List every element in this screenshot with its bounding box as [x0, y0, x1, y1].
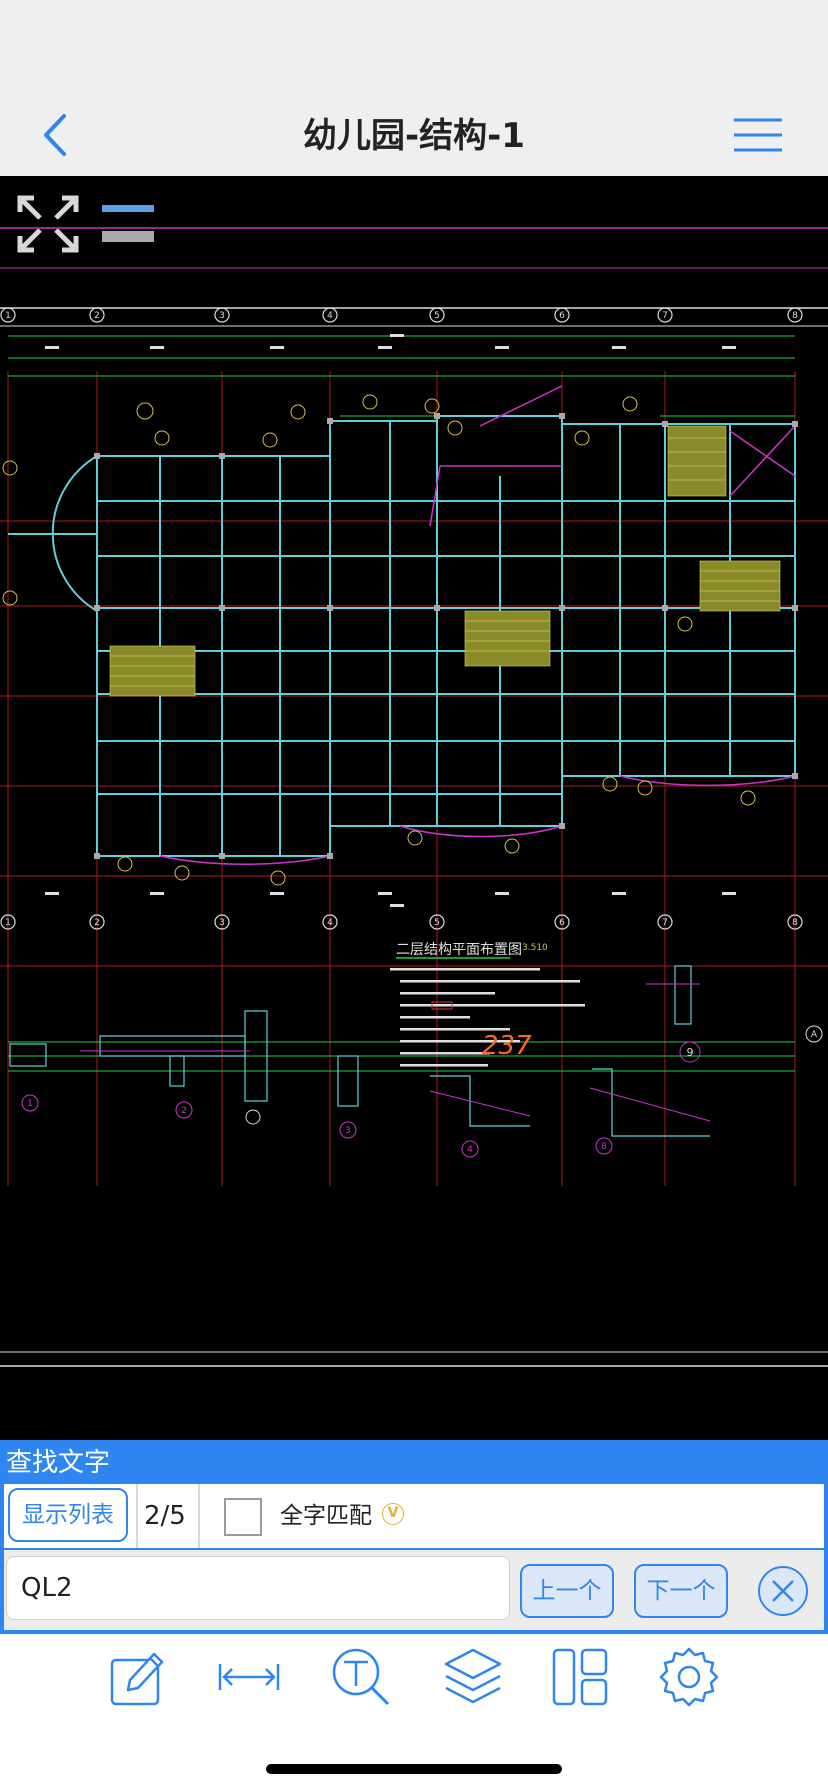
line-weight-thick-icon[interactable] [102, 231, 154, 242]
home-indicator [266, 1764, 562, 1774]
drawing-title: 二层结构平面布置图 [396, 942, 522, 958]
axis-label: 3 [219, 311, 225, 321]
divider [136, 1484, 138, 1548]
previous-match-button[interactable]: 上一个 [520, 1564, 614, 1618]
divider [198, 1484, 200, 1548]
layout-icon[interactable] [550, 1646, 612, 1708]
cad-drawing: 1 2 3 4 5 6 7 8 1 2 3 4 5 6 7 8 [0, 195, 828, 1367]
vip-badge-icon: V [382, 1503, 404, 1525]
detail-label: 3 [345, 1126, 351, 1136]
navigation-bar: 幼儿园-结构-1 [0, 96, 828, 177]
detail-label: 9 [687, 1046, 694, 1059]
axis-label: 8 [792, 311, 798, 321]
handwritten-note: 237 [482, 1031, 532, 1061]
detail-label: 4 [467, 1145, 473, 1155]
axis-label: 6 [559, 918, 565, 928]
detail-label: 2 [181, 1106, 187, 1116]
measure-icon[interactable] [218, 1646, 280, 1708]
line-weight-thin-icon[interactable] [102, 205, 154, 212]
fullscreen-toggle-icon[interactable] [17, 195, 79, 253]
detail-label: 1 [27, 1099, 33, 1109]
side-axis-marker: A [811, 1030, 818, 1040]
axis-label: 8 [792, 918, 798, 928]
back-chevron-icon[interactable] [36, 110, 76, 160]
settings-icon[interactable] [658, 1646, 720, 1708]
edit-icon[interactable] [108, 1646, 170, 1708]
find-input-row: 上一个 下一个 [4, 1550, 824, 1630]
find-panel-title: 查找文字 [6, 1448, 111, 1478]
axis-label: 2 [94, 311, 100, 321]
page-title: 幼儿园-结构-1 [303, 116, 525, 156]
axis-label: 6 [559, 311, 565, 321]
layers-icon[interactable] [442, 1646, 504, 1708]
axis-label: 3 [219, 918, 225, 928]
match-counter: 2/5 [144, 1501, 186, 1531]
axis-label: 5 [434, 311, 440, 321]
cad-drawing-canvas[interactable]: 1 2 3 4 5 6 7 8 1 2 3 4 5 6 7 8 [0, 176, 828, 1440]
next-match-button[interactable]: 下一个 [634, 1564, 728, 1618]
axis-label: 5 [434, 918, 440, 928]
detail-label: 8 [601, 1142, 607, 1152]
axis-label: 7 [662, 311, 668, 321]
menu-icon[interactable] [732, 114, 784, 156]
axis-label: 2 [94, 918, 100, 928]
close-find-icon[interactable] [756, 1564, 810, 1618]
find-options-row: 显示列表 2/5 全字匹配 V [4, 1484, 824, 1548]
find-text-panel: 查找文字 显示列表 2/5 全字匹配 V 上一个 下一个 [0, 1440, 828, 1634]
full-word-label: 全字匹配 [280, 1503, 372, 1529]
drawing-elevation: 3.510 [522, 943, 548, 953]
status-bar [0, 0, 828, 96]
axis-label: 1 [5, 311, 11, 321]
axis-label: 1 [5, 918, 11, 928]
bottom-toolbar [0, 1634, 828, 1792]
axis-label: 4 [327, 311, 333, 321]
axis-label: 7 [662, 918, 668, 928]
search-input[interactable] [6, 1556, 510, 1620]
full-word-checkbox[interactable] [224, 1498, 262, 1536]
axis-label: 4 [327, 918, 333, 928]
text-search-icon[interactable] [330, 1646, 392, 1708]
show-list-button[interactable]: 显示列表 [8, 1488, 128, 1542]
